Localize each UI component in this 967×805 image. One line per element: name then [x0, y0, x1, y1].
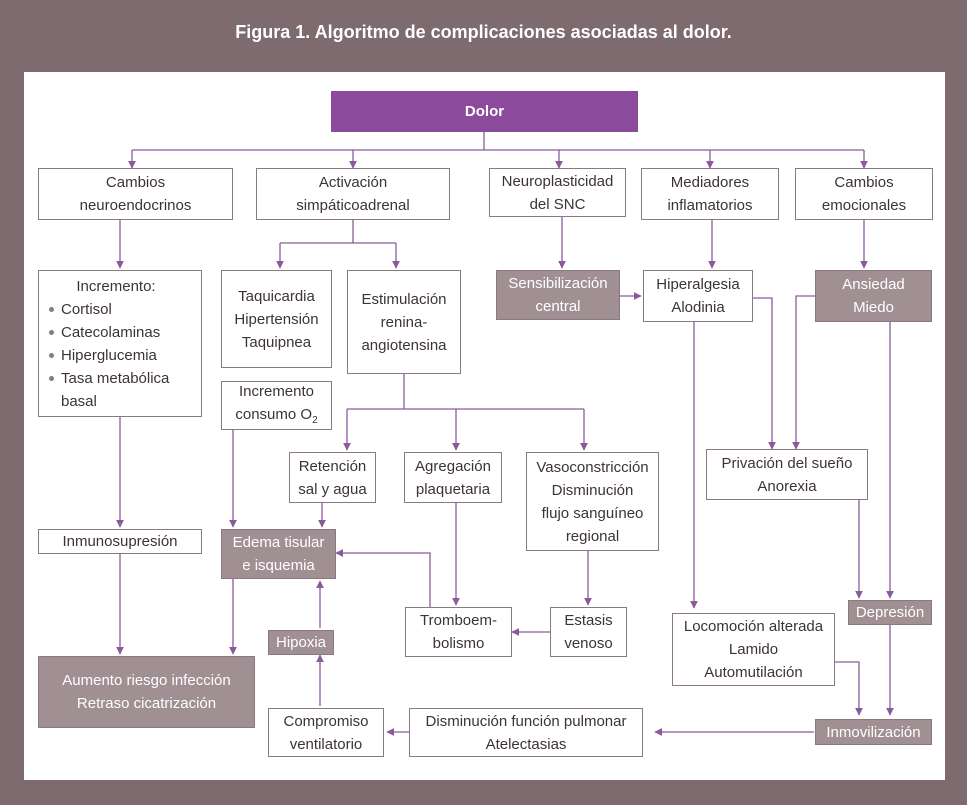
node-inmovilizacion: Inmovilización — [815, 719, 932, 745]
line: Vasoconstricción — [536, 458, 649, 476]
line: Anorexia — [757, 477, 817, 495]
line: central — [535, 298, 581, 315]
line: Privación del sueño — [721, 454, 853, 472]
line: Hipoxia — [275, 634, 327, 651]
node-cambios-neuroendocrinos: Cambios neuroendocrinos — [38, 168, 233, 220]
line: Disminución función pulmonar — [425, 712, 627, 730]
line: inflamatorios — [667, 197, 753, 214]
node-taquicardia: Taquicardia Hipertensión Taquipnea — [221, 270, 332, 368]
list-item: Catecolaminas — [49, 321, 201, 344]
line: Lamido — [728, 641, 779, 658]
line: Taquicardia — [238, 287, 315, 305]
line: venoso — [564, 635, 613, 652]
node-estimulacion-renina: Estimulación renina- angiotensina — [347, 270, 461, 374]
list-item: Hiperglucemia — [49, 344, 201, 367]
line: Alodinia — [671, 299, 725, 316]
line: Inmunosupresión — [62, 533, 178, 550]
node-depresion: Depresión — [848, 600, 932, 625]
line: Ansiedad — [842, 276, 905, 293]
node-sensibilizacion-central: Sensibilización central — [496, 270, 620, 320]
node-incremento-list: Incremento: Cortisol Catecolaminas Hiper… — [38, 270, 202, 417]
line: emocionales — [821, 197, 907, 214]
line: Locomoción alterada — [683, 618, 824, 635]
node-hipoxia: Hipoxia — [268, 630, 334, 655]
line: Cambios — [105, 174, 166, 191]
line: Hiperalgesia — [656, 276, 740, 293]
node-edema-isquemia: Edema tisular e isquemia — [221, 529, 336, 579]
node-aumento-riesgo-infeccion: Aumento riesgo infección Retraso cicatri… — [38, 656, 255, 728]
dolor-branch-line — [132, 132, 864, 151]
line: Depresión — [855, 604, 925, 621]
node-agregacion: Agregación plaquetaria — [404, 452, 502, 503]
line: Estimulación — [361, 290, 447, 308]
line: Miedo — [853, 299, 894, 316]
line: plaquetaria — [415, 480, 491, 498]
diagram-canvas: Dolor Cambios neuroendocrinos Activación… — [24, 72, 945, 780]
node-neuroplasticidad: Neuroplasticidad del SNC — [489, 168, 626, 217]
incremento-items: Cortisol Catecolaminas Hiperglucemia Tas… — [47, 298, 201, 413]
line: renina- — [380, 313, 428, 331]
line: Sensibilización — [508, 275, 608, 292]
line: Estasis — [564, 612, 613, 629]
line: neuroendocrinos — [79, 197, 192, 214]
line: Atelectasias — [485, 735, 567, 753]
node-privacion-sueno: Privación del sueño Anorexia — [706, 449, 868, 500]
line: bolismo — [432, 635, 485, 652]
line: Automutilación — [704, 664, 803, 681]
node-compromiso-ventilatorio: Compromiso ventilatorio — [268, 708, 384, 757]
line: Edema tisular — [232, 534, 325, 551]
node-dolor: Dolor — [331, 91, 638, 132]
line: del SNC — [529, 195, 586, 213]
node-estasis-venoso: Estasis venoso — [550, 607, 627, 657]
node-inmunosupresion: Inmunosupresión — [38, 529, 202, 554]
line: Compromiso — [283, 712, 369, 730]
line: simpáticoadrenal — [296, 197, 410, 214]
line: ventilatorio — [289, 735, 363, 753]
line: Taquipnea — [241, 333, 312, 351]
node-disminucion-funcion-pulmonar: Disminución función pulmonar Atelectasia… — [409, 708, 643, 757]
node-incremento-o2: Incremento consumo O2 — [221, 381, 332, 430]
list-item: Cortisol — [49, 298, 201, 321]
line: e isquemia — [242, 557, 315, 574]
line: Retraso cicatrización — [76, 695, 217, 712]
node-vasoconstriccion: Vasoconstricción Disminución flujo sangu… — [526, 452, 659, 551]
line: Aumento riesgo infección — [62, 672, 231, 689]
node-mediadores-inflamatorios: Mediadores inflamatorios — [641, 168, 779, 220]
line: sal y agua — [298, 480, 367, 498]
node-tromboembolismo: Tromboem- bolismo — [405, 607, 512, 657]
line: Cambios — [834, 174, 894, 191]
line: Incremento — [238, 382, 315, 400]
node-cambios-emocionales: Cambios emocionales — [795, 168, 933, 220]
o2-text: consumo O — [235, 405, 313, 423]
node-ansiedad-miedo: Ansiedad Miedo — [815, 270, 932, 322]
node-activacion-simpaticoadrenal: Activación simpáticoadrenal — [256, 168, 450, 220]
line: Hipertensión — [234, 310, 319, 328]
line: flujo sanguíneo — [541, 504, 644, 522]
line: Inmovilización — [826, 723, 921, 741]
line: regional — [565, 527, 620, 545]
line: angiotensina — [361, 336, 447, 354]
node-retencion: Retención sal y agua — [289, 452, 376, 503]
line: Activación — [318, 174, 388, 191]
line: consumo O2 — [235, 403, 317, 432]
line: Disminución — [551, 481, 634, 499]
node-dolor-label: Dolor — [464, 103, 505, 120]
line: Agregación — [415, 457, 491, 475]
line: Tromboem- — [420, 612, 497, 629]
list-header: Incremento: — [76, 278, 156, 295]
line: Neuroplasticidad — [501, 172, 614, 190]
node-hiperalgesia: Hiperalgesia Alodinia — [643, 270, 753, 322]
list-item: Tasa metabólica basal — [49, 367, 201, 413]
o2-subscript: 2 — [312, 414, 318, 426]
node-locomocion-alterada: Locomoción alterada Lamido Automutilació… — [672, 613, 835, 686]
line: Retención — [298, 457, 367, 475]
figure-title: Figura 1. Algoritmo de complicaciones as… — [235, 22, 732, 42]
connector-lines — [116, 132, 894, 736]
line: Mediadores — [670, 174, 750, 191]
